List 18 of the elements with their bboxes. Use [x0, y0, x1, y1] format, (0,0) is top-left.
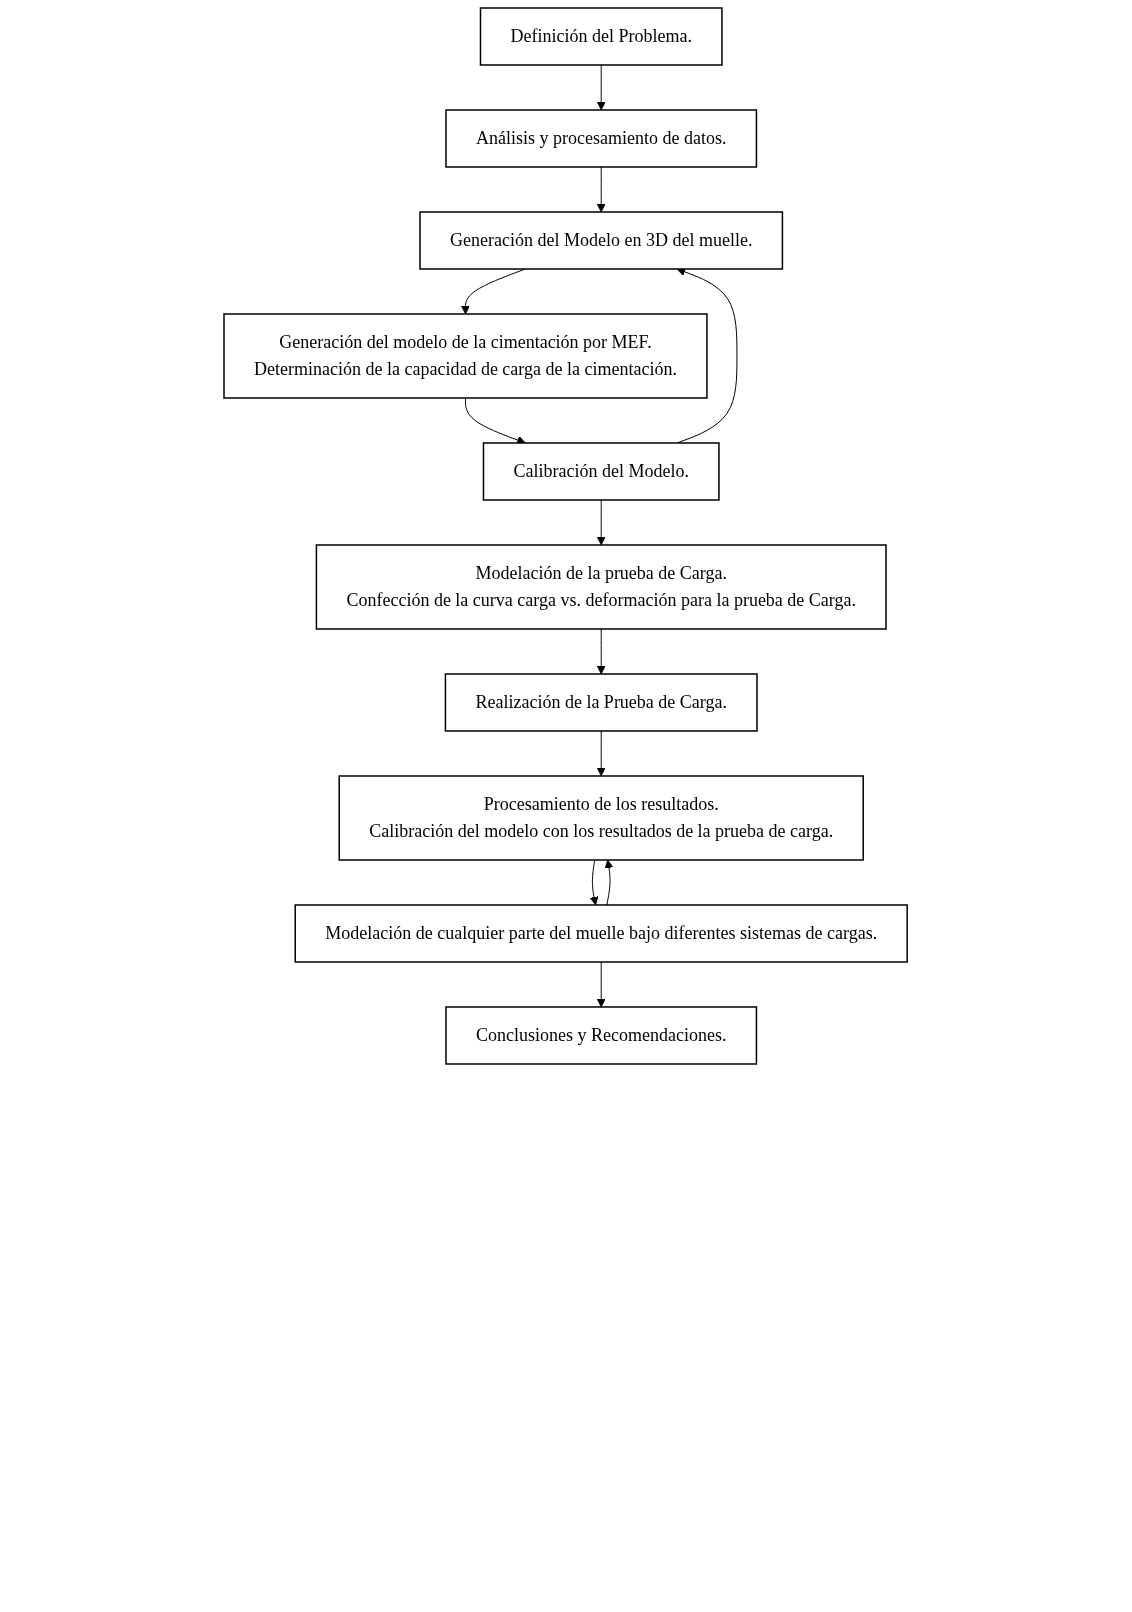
node-box: Generación del modelo de la cimentación por MEF. Determinación de la capacidad de carga de la cimentación. — [223, 313, 709, 399]
node-box: Modelación de cualquier parte del muelle bajo diferentes sistemas de cargas. — [294, 904, 909, 963]
arrow — [597, 166, 606, 213]
arrow — [597, 730, 606, 777]
arrow — [597, 961, 606, 1008]
arrow — [597, 499, 606, 546]
node-box: Modelación de la prueba de Carga. Confección de la curva carga vs. deformación para la prueba de Carga. — [316, 544, 888, 630]
node-box: Generación del Modelo en 3D del muelle. — [419, 211, 784, 270]
arrow — [597, 628, 606, 675]
node-box: Definición del Problema. — [480, 7, 724, 66]
arrow — [597, 64, 606, 111]
node-box: Análisis y procesamiento de datos. — [445, 109, 758, 168]
arrow — [605, 859, 614, 906]
node-box: Calibración del Modelo. — [483, 442, 721, 501]
node-box: Conclusiones y Recomendaciones. — [445, 1006, 758, 1065]
arrow — [590, 859, 599, 906]
node-box: Realización de la Prueba de Carga. — [445, 673, 759, 732]
node-box: Procesamiento de los resultados. Calibración del modelo con los resultados de la prueba de carga. — [338, 775, 865, 861]
